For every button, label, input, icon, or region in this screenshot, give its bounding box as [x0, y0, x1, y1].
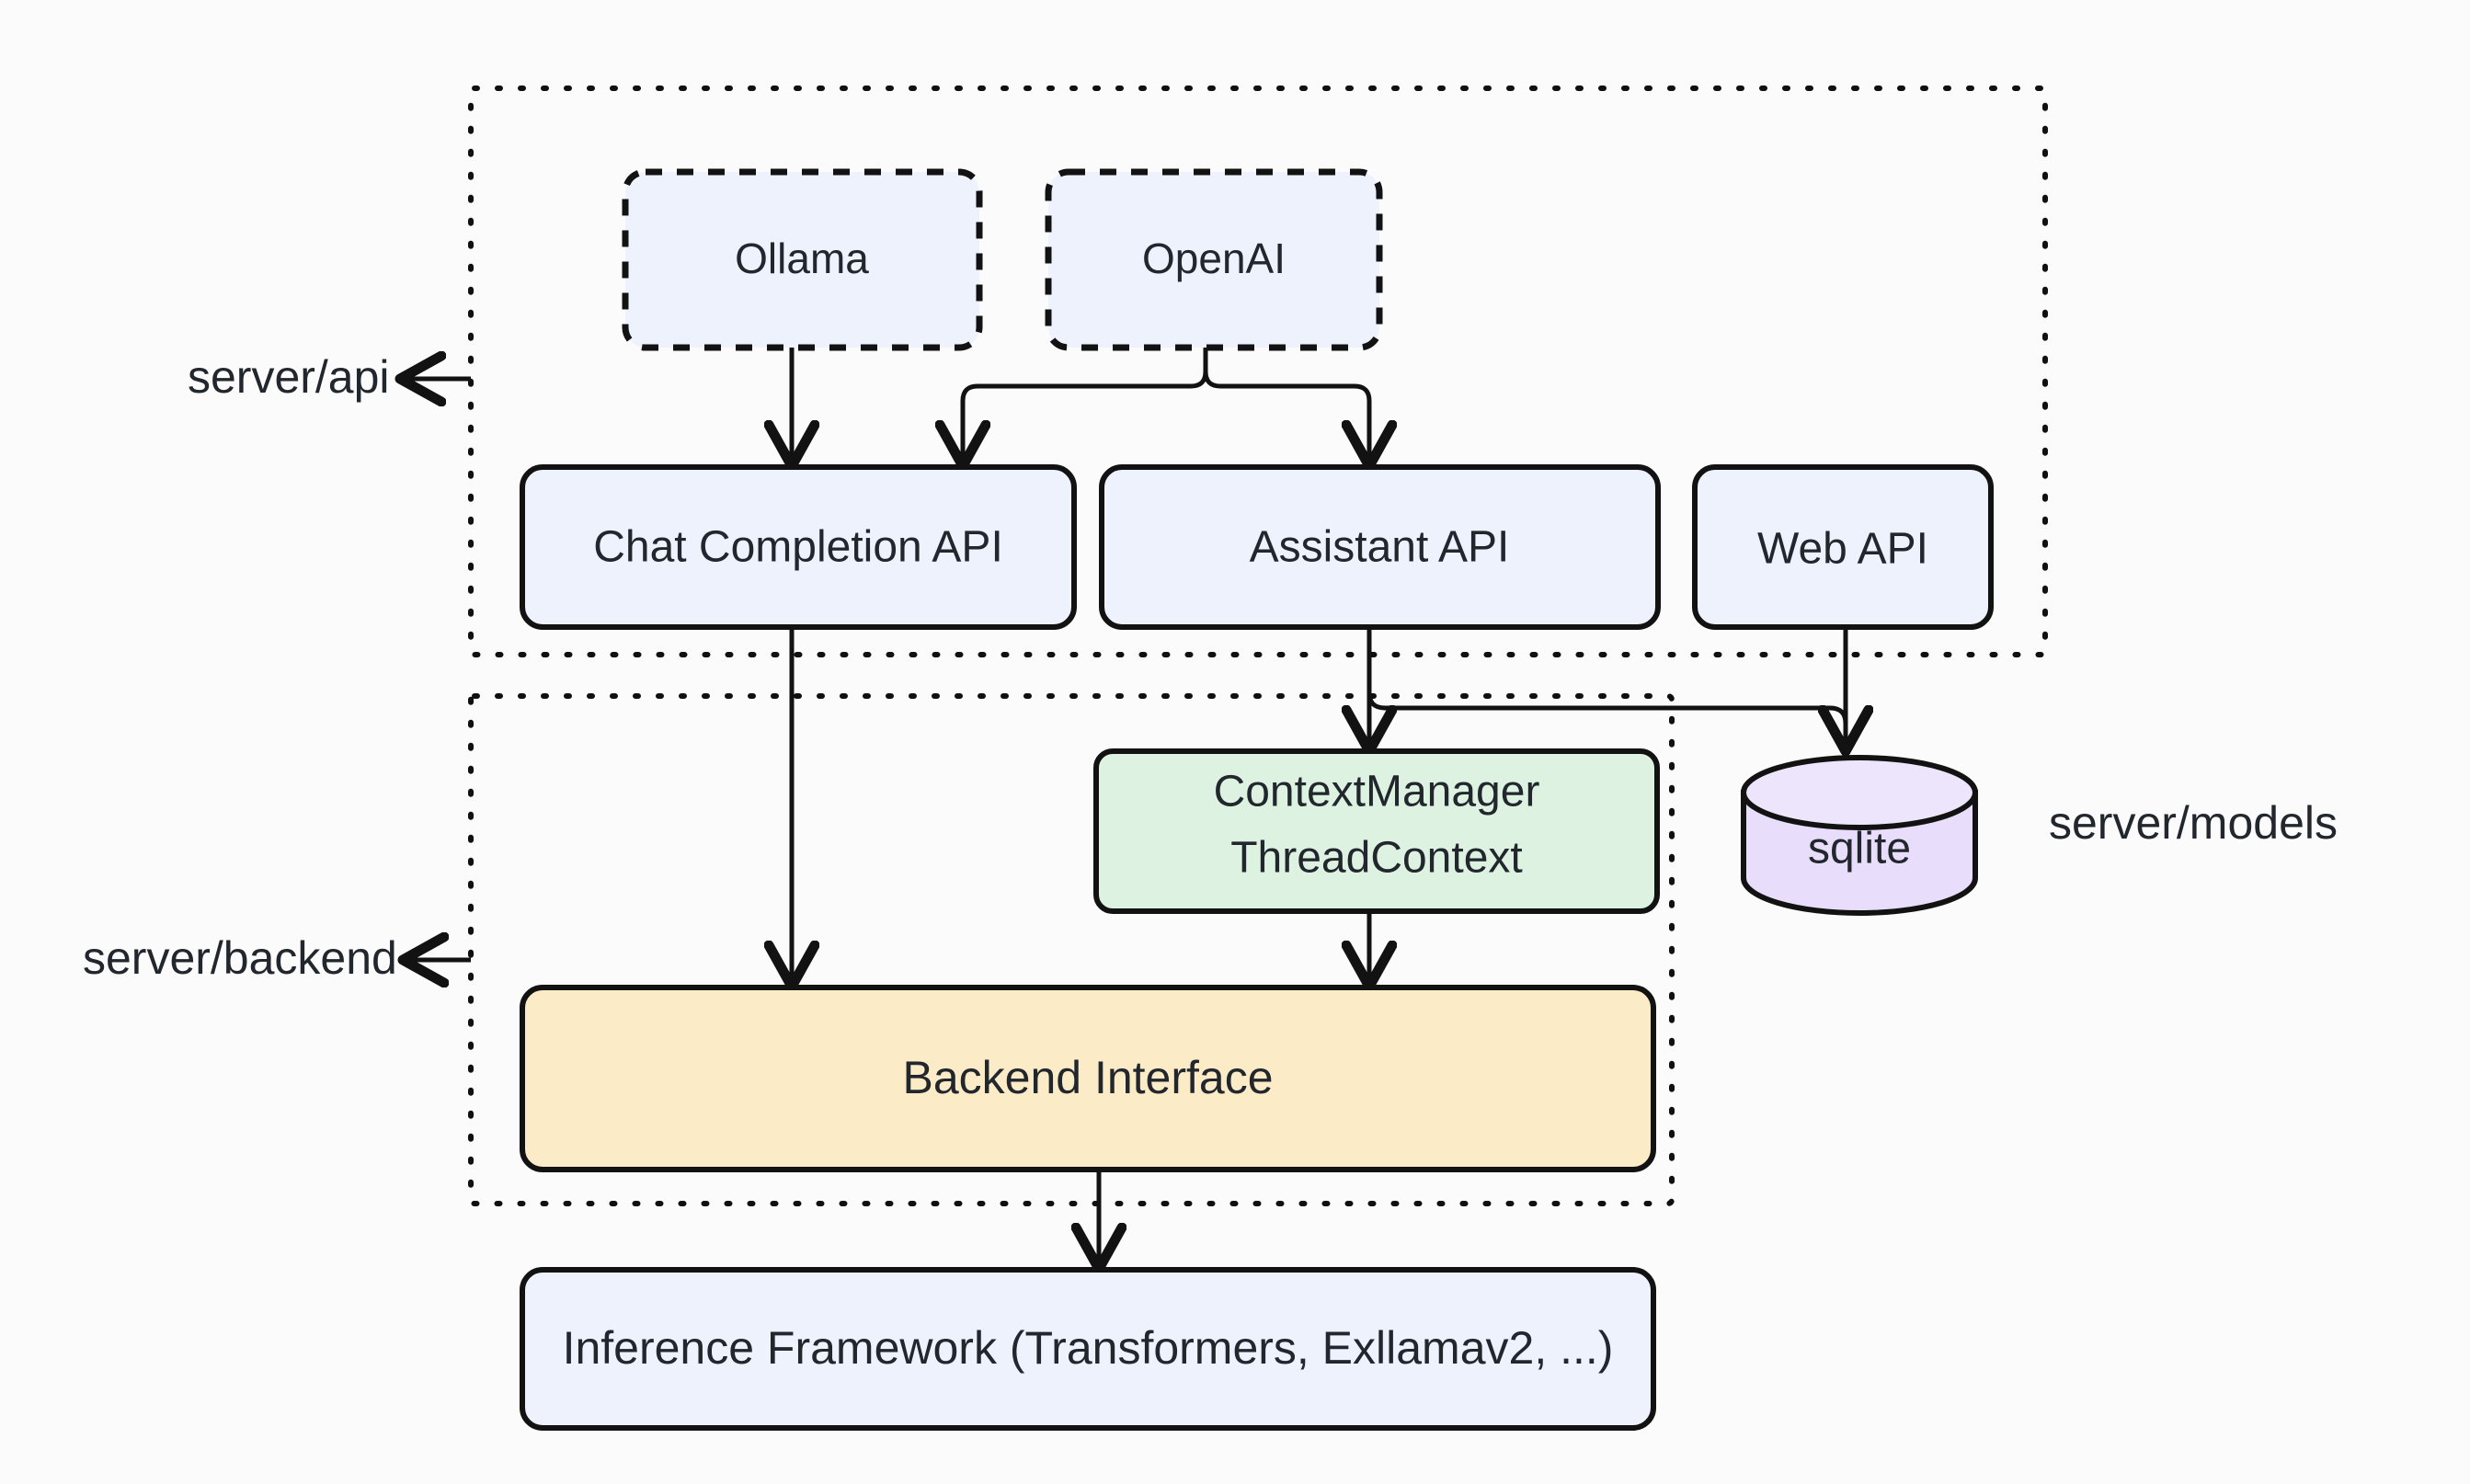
edge-assistant-to-sqlite [1367, 627, 1846, 747]
cluster-label-server-models: server/models [2049, 797, 2338, 849]
node-web-api-label: Web API [1757, 525, 1928, 574]
node-ollama-label: Ollama [735, 234, 869, 282]
node-inference-framework-label: Inference Framework (Transformers, Exlla… [563, 1322, 1614, 1374]
node-openai-shape [1045, 168, 1383, 351]
node-openai[interactable]: OpenAI [1045, 168, 1383, 351]
node-chat-completion-api[interactable]: Chat Completion API [520, 464, 1077, 630]
cluster-label-server-api: server/api [188, 351, 471, 403]
node-sqlite[interactable]: sqlite [1741, 755, 1978, 916]
node-openai-label: OpenAI [1142, 234, 1286, 282]
cluster-label-server-api-text: server/api [188, 351, 390, 403]
cluster-label-server-backend: server/backend [83, 932, 471, 984]
node-context-manager-shape [1093, 748, 1660, 914]
node-backend-interface-shape [520, 985, 1656, 1172]
cluster-label-server-models-text: server/models [2049, 797, 2338, 849]
cluster-server-api [468, 86, 2048, 657]
node-context-manager[interactable]: ContextManager ThreadContext [1093, 748, 1660, 914]
node-ollama[interactable]: Ollama [622, 168, 983, 351]
node-inference-framework-shape [520, 1267, 1656, 1431]
node-assistant-api-label: Assistant API [1250, 523, 1510, 572]
node-sqlite-top [1741, 755, 1978, 830]
node-chat-completion-api-label: Chat Completion API [593, 523, 1003, 572]
edge-openai-to-chat-completion [963, 348, 1208, 462]
node-assistant-api-shape [1099, 464, 1661, 630]
node-backend-interface-label: Backend Interface [902, 1052, 1273, 1103]
node-assistant-api[interactable]: Assistant API [1099, 464, 1661, 630]
node-sqlite-label: sqlite [1808, 825, 1911, 873]
node-web-api[interactable]: Web API [1692, 464, 1994, 630]
node-ollama-shape [622, 168, 983, 351]
cluster-server-backend [468, 693, 1675, 1206]
node-inference-framework[interactable]: Inference Framework (Transformers, Exlla… [520, 1267, 1656, 1431]
edge-openai-to-assistant [1203, 348, 1369, 462]
node-context-manager-label-line2: ThreadContext [1230, 834, 1523, 883]
cluster-label-server-backend-text: server/backend [83, 932, 397, 984]
node-web-api-shape [1692, 464, 1994, 630]
node-chat-completion-api-shape [520, 464, 1077, 630]
node-backend-interface[interactable]: Backend Interface [520, 985, 1656, 1172]
node-context-manager-label-line1: ContextManager [1214, 768, 1540, 816]
